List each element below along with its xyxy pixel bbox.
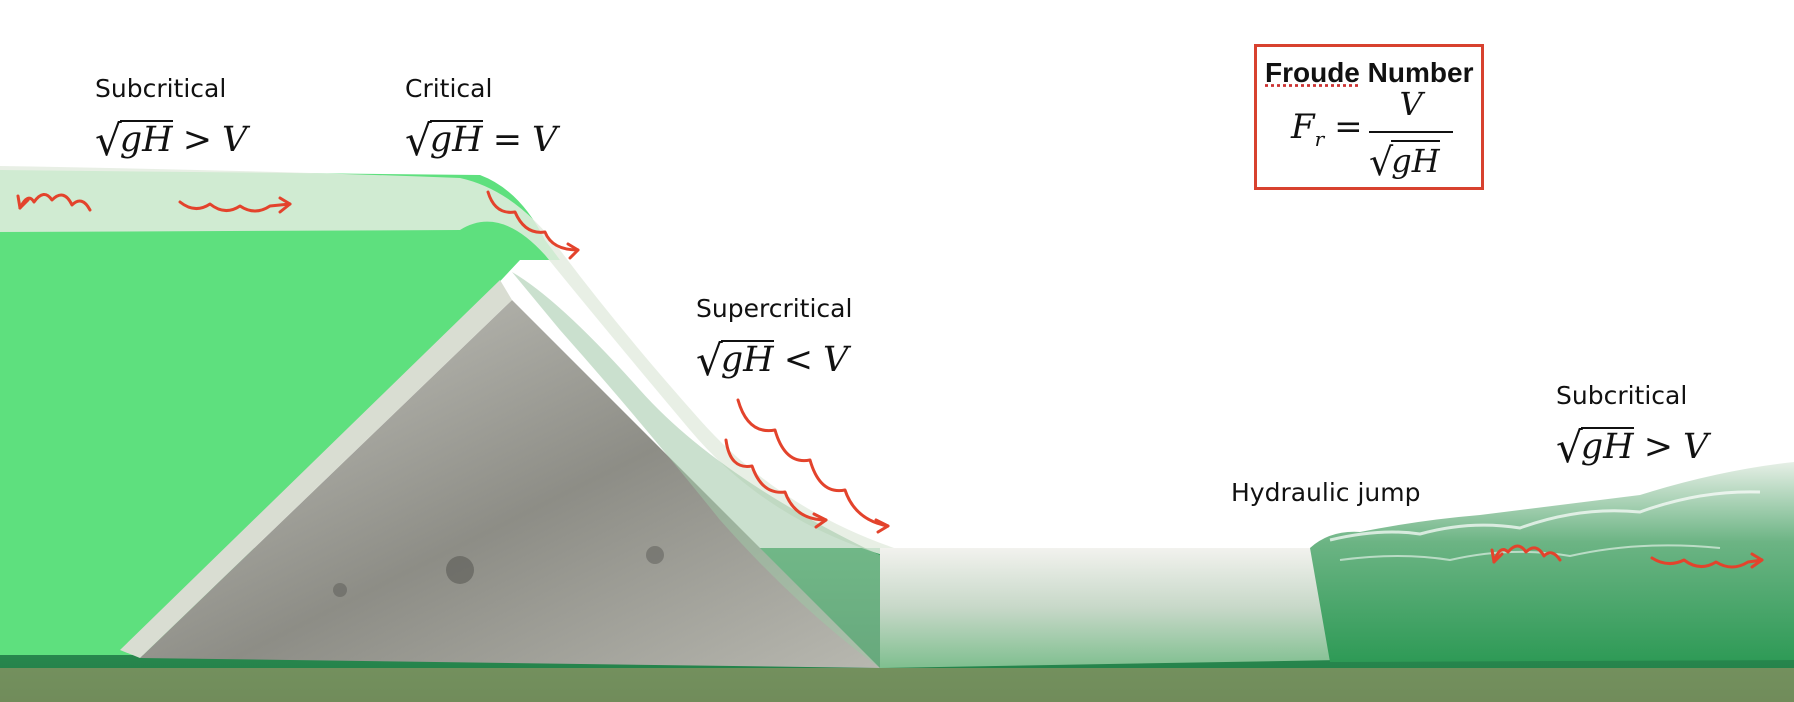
wave-arrow-downstream-right [1650,556,1764,569]
equation-critical: √gH=V [405,116,558,165]
upstream-water [0,170,560,655]
froude-denominator: √gH [1369,140,1440,184]
weir-block [140,300,880,668]
wave-arrow-upstream-left [18,193,92,212]
froude-lhs: Fr= [1291,107,1363,151]
froude-number-box: Froude Number Fr= V √gH [1254,44,1484,190]
equation-supercritical: √gH<V [696,336,849,385]
wave-arrows [16,190,1764,569]
label-supercritical: Supercritical [696,294,853,323]
downstream-flow [880,548,1340,668]
weir-slope-water [512,272,890,668]
wave-arrow-upstream-right [178,200,292,213]
wave-arrow-supercritical-2 [724,438,828,522]
label-critical: Critical [405,74,493,103]
equation-subcritical-upstream: √gH>V [95,116,248,165]
wave-arrow-supercritical-1 [736,398,890,528]
label-hydraulic-jump: Hydraulic jump [1231,478,1421,507]
wave-arrow-downstream-left [1492,544,1562,564]
equation-subcritical-downstream: √gH>V [1556,423,1709,472]
froude-numerator: V [1399,85,1423,123]
wave-arrow-critical [486,190,580,252]
label-subcritical-downstream: Subcritical [1556,381,1688,410]
hydraulic-jump [1310,462,1794,662]
froude-title: Froude Number [1265,57,1474,88]
wave-arrowhead [16,194,30,210]
weir-left-face [120,280,512,658]
fraction-bar [1369,131,1453,133]
label-subcritical-upstream: Subcritical [95,74,227,103]
channel-floor-edge [0,668,1794,702]
